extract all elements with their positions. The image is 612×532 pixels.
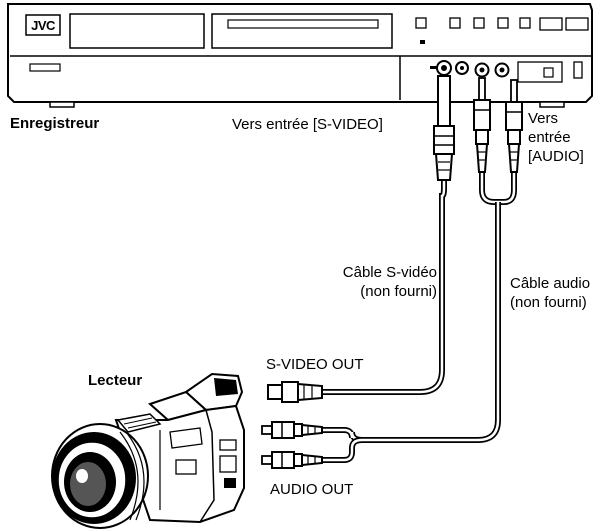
- audio-out-label: AUDIO OUT: [270, 481, 354, 498]
- brand-logo: JVC: [31, 18, 56, 33]
- rca-plug-icon: [473, 77, 491, 173]
- rca-plug-icon: [261, 451, 323, 469]
- audio-cable-label-line1: Câble audio: [510, 275, 591, 292]
- dvd-recorder-icon: JVC: [7, 3, 593, 108]
- svideo-cable-label-line1: Câble S-vidéo: [342, 264, 437, 281]
- audio-cable: [261, 77, 523, 469]
- recorder-label: Enregistreur: [10, 115, 100, 132]
- svideo-input-label: Vers entrée [S-VIDEO]: [232, 116, 383, 133]
- rca-plug-icon: [261, 421, 323, 439]
- audio-cable-label-line2: (non fourni): [510, 294, 587, 311]
- audio-input-label-line3: [AUDIO]: [528, 148, 584, 165]
- audio-input-label-line1: Vers: [528, 110, 559, 127]
- svideo-cable-label-line2: (non fourni): [360, 283, 437, 300]
- svideo-out-label: S-VIDEO OUT: [266, 356, 364, 373]
- rca-plug-icon: [505, 79, 523, 173]
- camcorder-icon: [51, 372, 245, 529]
- audio-input-label-line2: entrée: [528, 129, 571, 146]
- svideo-plug-icon: [267, 381, 323, 403]
- svideo-plug-icon: [433, 75, 455, 181]
- player-label: Lecteur: [88, 372, 143, 389]
- svideo-cable: [267, 75, 455, 403]
